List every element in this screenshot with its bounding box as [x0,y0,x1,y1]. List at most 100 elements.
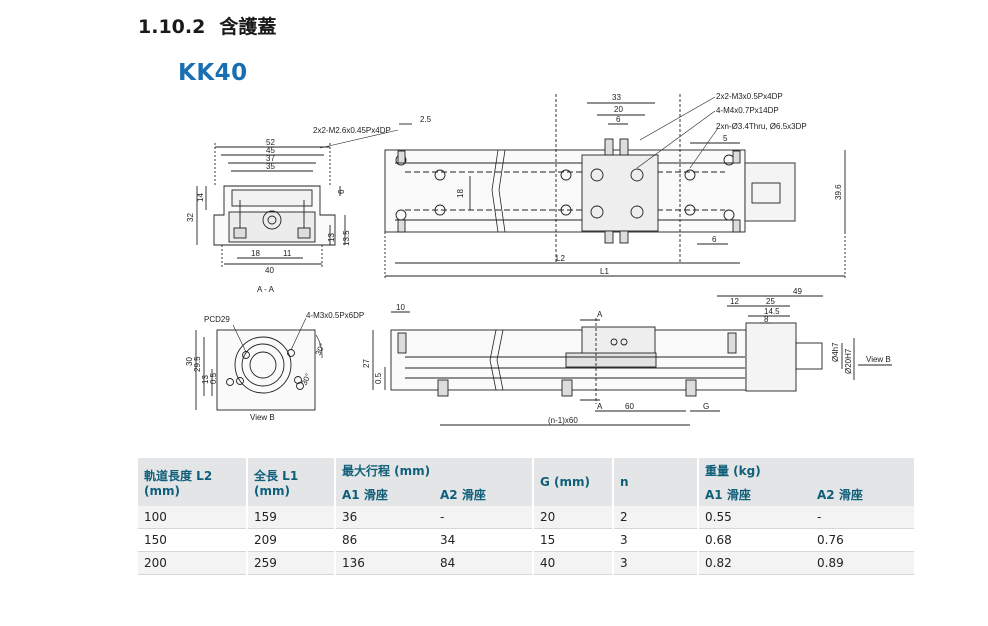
dim-side-10: 10 [396,303,405,312]
dim-front-45: 45 [266,146,275,155]
dim-side-n60: (n-1)x60 [548,416,578,425]
section-mark-a-top: A [597,310,603,319]
cell-stroke-a1: 36 [334,506,434,529]
cell-weight-a2: - [811,506,914,529]
cell-l1: 159 [246,506,335,529]
cell-n: 2 [612,506,698,529]
viewb-angle-1: 30° [314,342,327,357]
dim-side-g: G [703,402,709,411]
dim-side-phi20h7: Ø20H7 [844,348,853,374]
side-viewb-label: View B [866,355,891,364]
header-total-length-label: 全長 L1 [254,468,299,483]
caption-a-a: A - A [257,285,275,294]
dim-top-20: 20 [614,105,623,114]
view-b [195,317,323,411]
header-rail-length-unit: (mm) [144,483,180,498]
cell-n: 3 [612,528,698,552]
dim-top-39-6: 39.6 [834,184,843,200]
table-header-row-2: A1 滑座 A2 滑座 A1 滑座 A2 滑座 [138,482,914,506]
model-title: KK40 [178,60,248,86]
section-heading: 1.10.2 含護蓋 [138,12,276,39]
dim-side-8: 8 [764,315,769,324]
dim-front-40: 40 [265,266,274,275]
table-row: 150 209 86 34 15 3 0.68 0.76 [138,528,914,552]
technical-drawing: 52 45 37 35 14 32 6 13 13.5 18 11 40 2x2… [185,92,892,426]
dim-side-phi4h7: Ø4h7 [831,342,840,362]
front-note-screw: 2x2-M2.6x0.45Px4DP [313,126,391,135]
header-stroke-a2: A2 滑座 [434,482,533,506]
cell-weight-a2: 0.76 [811,528,914,552]
dim-viewb-30: 30 [185,357,194,366]
dim-top-5: 5 [723,134,728,143]
table-header-row-1: 軌道長度 L2 (mm) 全長 L1 (mm) 最大行程 (mm) G (mm)… [138,458,914,506]
cell-l2: 150 [138,528,247,552]
header-max-stroke: 最大行程 (mm) [334,458,533,482]
header-weight-a1: A1 滑座 [697,482,811,506]
dim-front-6: 6 [337,189,346,194]
table-row: 200 259 136 84 40 3 0.82 0.89 [138,551,914,575]
cell-stroke-a1: 136 [334,551,434,575]
dim-front-32: 32 [186,213,195,222]
section-mark-a-bot: A [597,402,603,411]
header-weight: 重量 (kg) [697,458,914,482]
cell-g: 40 [532,551,613,575]
dim-front-37: 37 [266,154,275,163]
dim-top-6b: 6 [712,235,717,244]
dim-front-35: 35 [266,162,275,171]
cell-stroke-a2: - [434,506,533,529]
header-rail-length: 軌道長度 L2 (mm) [138,458,247,506]
dim-front-14: 14 [196,193,205,202]
dim-front-18: 18 [251,249,260,258]
cell-n: 3 [612,551,698,575]
spec-table: 軌道長度 L2 (mm) 全長 L1 (mm) 最大行程 (mm) G (mm)… [138,458,914,575]
header-g: G (mm) [532,458,613,506]
cell-stroke-a1: 86 [334,528,434,552]
dim-front-52: 52 [266,138,275,147]
dim-front-13: 13 [327,233,336,242]
dim-side-60: 60 [625,402,634,411]
cell-g: 15 [532,528,613,552]
dim-top-33: 33 [612,93,621,102]
cell-stroke-a2: 84 [434,551,533,575]
header-n: n [612,458,698,506]
header-weight-a2: A2 滑座 [811,482,914,506]
dim-viewb-29-5: 29.5 [193,356,202,372]
dim-viewb-13: 13 [201,375,210,384]
dim-front-13-5: 13.5 [342,230,351,246]
cell-l2: 200 [138,551,247,575]
dim-side-14-5: 14.5 [764,307,780,316]
cell-weight-a2: 0.89 [811,551,914,575]
cell-l2: 100 [138,506,247,529]
dim-side-12: 12 [730,297,739,306]
viewb-pcd: PCD29 [204,315,230,324]
dim-front-11: 11 [283,249,292,258]
section-number: 1.10.2 [138,16,206,38]
cell-weight-a1: 0.55 [697,506,811,529]
cell-g: 20 [532,506,613,529]
header-total-length-unit: (mm) [254,483,290,498]
section-title: 含護蓋 [219,16,277,38]
dim-top-18: 18 [456,189,465,198]
header-stroke-a1: A1 滑座 [334,482,434,506]
viewb-screw: 4-M3x0.5Px6DP [306,311,364,320]
dim-side-49: 49 [793,287,802,296]
dim-side-0-5: 0.5 [374,372,383,384]
dim-top-l2: L2 [556,254,565,263]
front-section-view [196,129,399,268]
cell-weight-a1: 0.68 [697,528,811,552]
top-note-1: 2x2-M3x0.5Px4DP [716,92,783,101]
dim-top-2-5: 2.5 [420,115,432,124]
dim-top-6: 6 [616,115,621,124]
viewb-caption: View B [250,413,275,422]
cell-weight-a1: 0.82 [697,551,811,575]
table-row: 100 159 36 - 20 2 0.55 - [138,506,914,529]
cell-l1: 209 [246,528,335,552]
top-note-3: 2xn-Ø3.4Thru, Ø6.5x3DP [716,122,807,131]
header-total-length: 全長 L1 (mm) [246,458,335,506]
header-rail-length-label: 軌道長度 L2 [144,468,213,483]
dim-top-l1: L1 [600,267,609,276]
top-view [384,94,846,280]
dim-side-25: 25 [766,297,775,306]
cell-stroke-a2: 34 [434,528,533,552]
top-note-2: 4-M4x0.7Px14DP [716,106,779,115]
